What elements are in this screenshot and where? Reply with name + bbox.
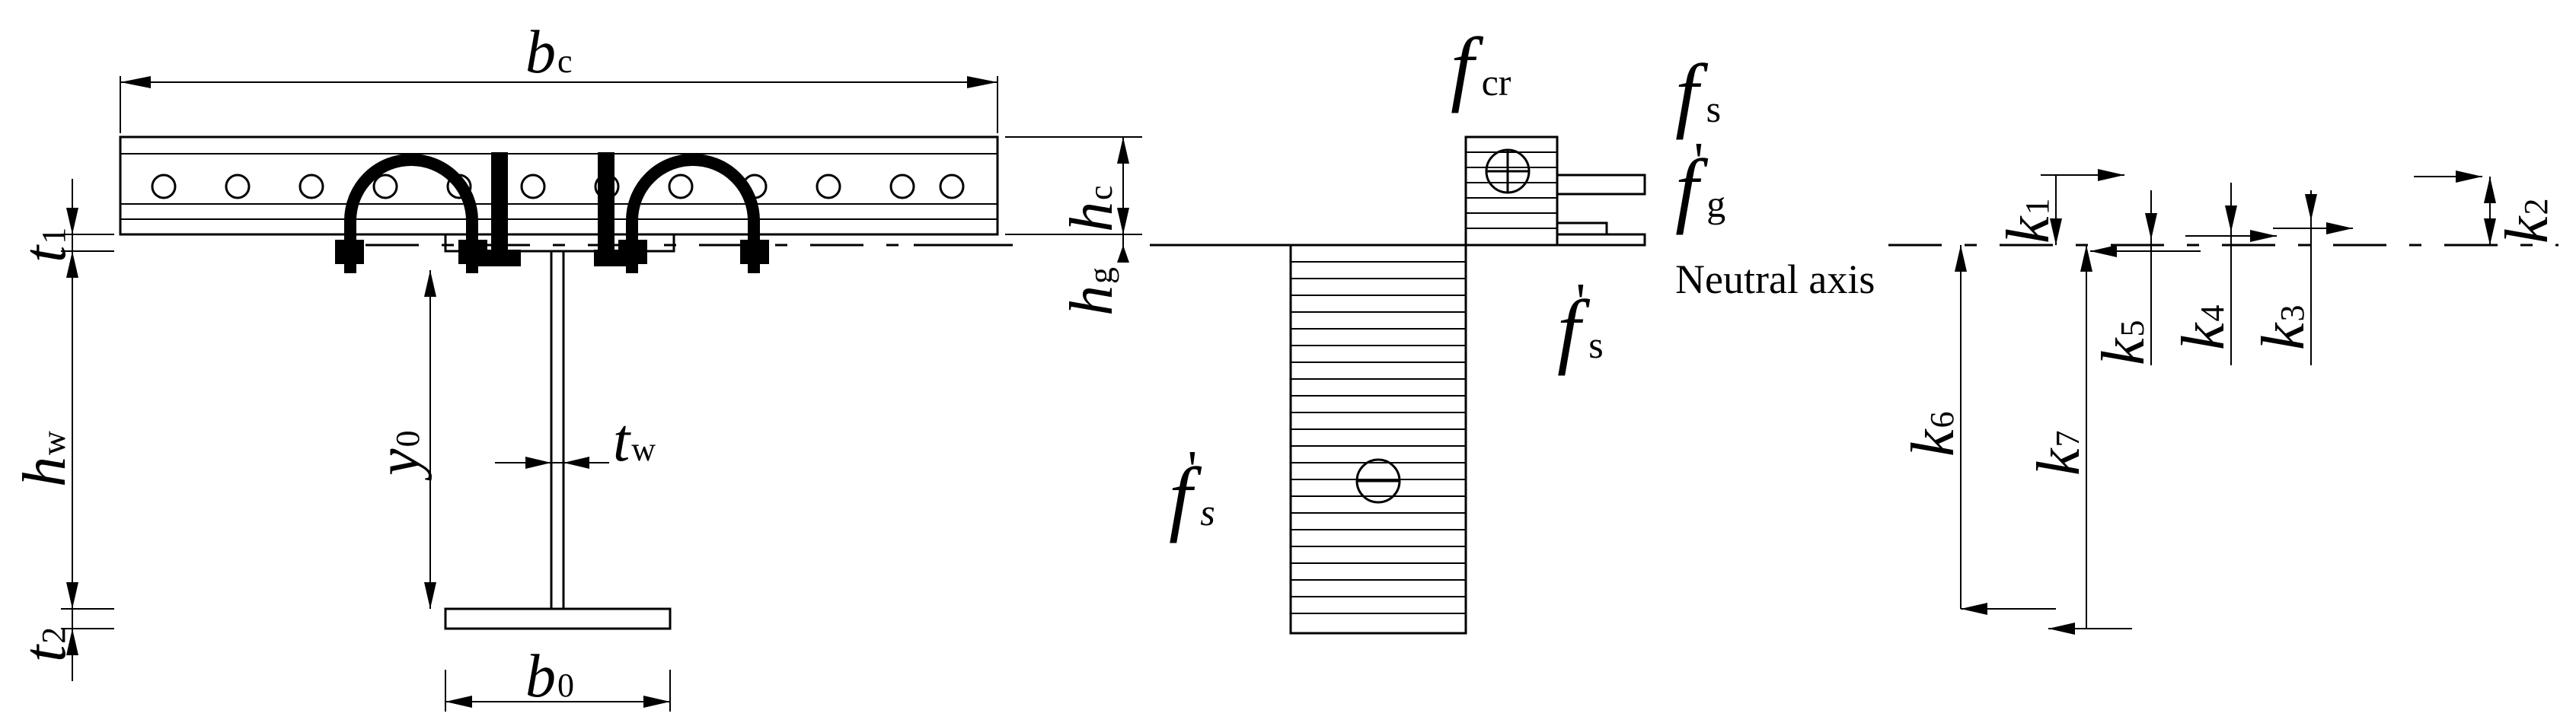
- label-hc: hc: [1058, 185, 1125, 232]
- label-hw: hw: [11, 431, 78, 487]
- cross-section: [119, 135, 1013, 630]
- label-t1: t1: [11, 228, 78, 263]
- label-k7: k7: [2025, 430, 2092, 476]
- label-t2: t2: [11, 627, 78, 662]
- label-tw: tw: [613, 407, 656, 474]
- label-k1: k1: [1995, 198, 2062, 244]
- label-k2: k2: [2494, 198, 2561, 244]
- neutral-axis-label: Neutral axis: [1675, 256, 1875, 302]
- label-k6: k6: [1900, 411, 1967, 457]
- dim-left-vertical: t1 hw t2: [11, 179, 114, 681]
- rebar-stress-bar: [1556, 174, 1646, 196]
- label-fs-mid: f's: [1557, 273, 1604, 376]
- label-k4: k4: [2170, 304, 2237, 350]
- dim-b0: b0: [445, 643, 671, 712]
- label-fs-bottom: f's: [1169, 441, 1215, 543]
- label-bc: bc: [525, 19, 573, 86]
- dim-tw: tw: [495, 407, 656, 474]
- k-dimensions: k1 k2 k3 k4 k5 k6: [1888, 169, 2561, 635]
- dim-hc-hg: hc hg: [1005, 136, 1142, 316]
- rebar-row: [151, 174, 965, 199]
- dim-bc: bc: [120, 19, 998, 133]
- bottom-flange: [444, 607, 672, 630]
- u-shear-connector-right: [594, 152, 769, 273]
- flange-stress-bar: [1556, 233, 1646, 247]
- tension-block: [1289, 244, 1467, 635]
- label-b0: b0: [525, 643, 574, 710]
- dim-y0: y0: [365, 270, 436, 609]
- label-y0: y0: [365, 430, 433, 481]
- label-hg: hg: [1058, 267, 1125, 316]
- steel-web: [550, 250, 565, 610]
- label-k5: k5: [2090, 320, 2157, 365]
- label-fg: f'g: [1675, 132, 1725, 235]
- u-shear-connector-left: [335, 152, 521, 273]
- plate-stress-bar: [1556, 221, 1608, 236]
- label-k3: k3: [2250, 304, 2317, 350]
